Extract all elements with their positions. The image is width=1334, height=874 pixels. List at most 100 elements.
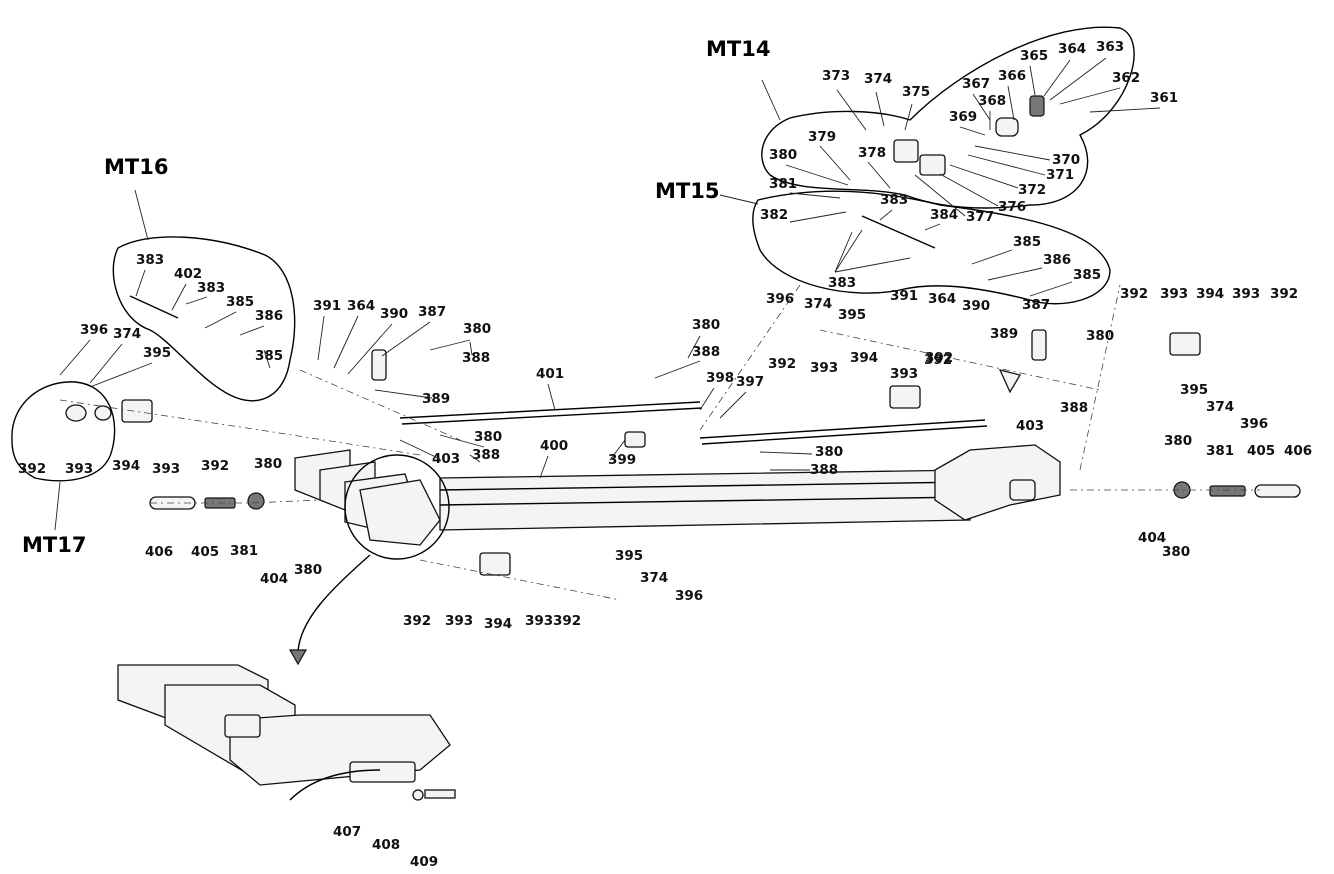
leader-line-22 [879, 209, 893, 221]
part-label-83: 391 [890, 288, 918, 304]
leader-line-34 [239, 325, 265, 336]
part-label-46: 380 [463, 321, 491, 337]
part-label-61: 380 [254, 456, 282, 472]
part-label-50: 388 [692, 344, 720, 360]
leader-line-30 [135, 269, 146, 297]
leader-line-54 [539, 455, 549, 479]
part-label-85: 390 [962, 298, 990, 314]
leader-line-1 [875, 91, 885, 127]
part-label-39: 394 [112, 458, 140, 474]
part-label-101: 381 [1206, 443, 1234, 459]
main-beam [294, 444, 1061, 560]
part-376 [919, 154, 946, 176]
leader-line-23 [924, 223, 941, 231]
part-label-80: 394 [850, 350, 878, 366]
leader-lines [59, 57, 1161, 479]
leader-line-20 [789, 192, 841, 199]
part-label-106: 407 [333, 824, 361, 840]
part-label-41: 392 [201, 458, 229, 474]
part-label-62: 406 [145, 544, 173, 560]
part-label-70: 393 [525, 613, 553, 629]
part-label-29: 402 [174, 266, 202, 282]
part-label-64: 381 [230, 543, 258, 559]
part-label-28: 383 [136, 252, 164, 268]
leader-line-15 [939, 173, 999, 207]
part-394-bottom [479, 552, 511, 576]
leader-line-57 [399, 439, 441, 460]
leader-line-29 [834, 257, 911, 273]
leader-line-51 [759, 451, 813, 455]
part-label-17: 379 [808, 129, 836, 145]
part-label-8: 367 [962, 76, 990, 92]
part-406-right [1254, 484, 1301, 498]
part-label-57: 400 [540, 438, 568, 454]
part-label-20: 381 [769, 176, 797, 192]
part-label-105: 380 [1162, 544, 1190, 560]
part-365 [1029, 95, 1045, 117]
part-label-40: 393 [152, 461, 180, 477]
group-labels: MT14 MT15 MT16 MT17 [22, 37, 770, 557]
leader-line-45 [374, 389, 433, 399]
part-label-12: 370 [1052, 152, 1080, 168]
part-label-104: 404 [1138, 530, 1166, 546]
leader-line-50 [719, 391, 747, 419]
part-394-right [1169, 332, 1201, 356]
part-label-95: 392 [1270, 286, 1298, 302]
leader-line-25 [987, 267, 1043, 281]
leader-line-46 [687, 335, 701, 359]
detail-view [117, 554, 456, 801]
leader-line-18 [785, 164, 849, 186]
small-parts [65, 95, 1301, 576]
part-392-left [65, 404, 87, 422]
leader-line-39 [317, 315, 325, 361]
leader-line-56 [469, 454, 481, 463]
part-394-mid [889, 385, 921, 409]
part-label-5: 363 [1096, 39, 1124, 55]
leader-line-44 [469, 341, 473, 356]
part-label-42: 391 [313, 298, 341, 314]
part-label-79: 393 [810, 360, 838, 376]
part-label-66: 380 [294, 562, 322, 578]
part-label-58: 380 [474, 429, 502, 445]
part-label-16: 377 [966, 209, 994, 225]
part-label-11: 369 [949, 109, 977, 125]
leader-line-42 [381, 321, 431, 357]
center-lines [59, 284, 1260, 601]
part-label-14: 372 [1018, 182, 1046, 198]
leader-line-12 [974, 145, 1051, 161]
part-label-59: 388 [472, 447, 500, 463]
part-label-21: 382 [760, 207, 788, 223]
part-label-7: 361 [1150, 90, 1178, 106]
part-label-87: 389 [990, 326, 1018, 342]
part-label-71: 392 [553, 613, 581, 629]
part-label-102: 405 [1247, 443, 1275, 459]
group-outlines [11, 26, 1135, 531]
leader-line-35 [263, 349, 271, 369]
leader-line-47 [654, 360, 701, 379]
part-label-43: 364 [347, 298, 375, 314]
leader-line-32 [185, 296, 208, 305]
part-label-88: 380 [1086, 328, 1114, 344]
part-label-96: 395 [1180, 382, 1208, 398]
part-label-26: 385 [1073, 267, 1101, 283]
leader-line-19 [867, 161, 891, 189]
part-label-69: 394 [484, 616, 512, 632]
part-381-left [247, 492, 265, 510]
part-387-right [1031, 329, 1047, 361]
part-label-0: 373 [822, 68, 850, 84]
leader-line-13 [967, 154, 1046, 176]
part-405-right [1209, 485, 1246, 497]
part-393-left [94, 405, 112, 421]
part-label-91: 392 [1120, 286, 1148, 302]
part-label-4: 364 [1058, 41, 1086, 57]
part-375 [893, 139, 919, 163]
group-label-mt17: MT17 [22, 533, 86, 557]
leader-line-53 [609, 439, 626, 461]
leader-line-3 [1029, 65, 1036, 96]
part-label-25: 386 [1043, 252, 1071, 268]
group-label-mt15: MT15 [655, 179, 719, 203]
part-label-92: 393 [1160, 286, 1188, 302]
leader-line-21 [789, 211, 847, 223]
